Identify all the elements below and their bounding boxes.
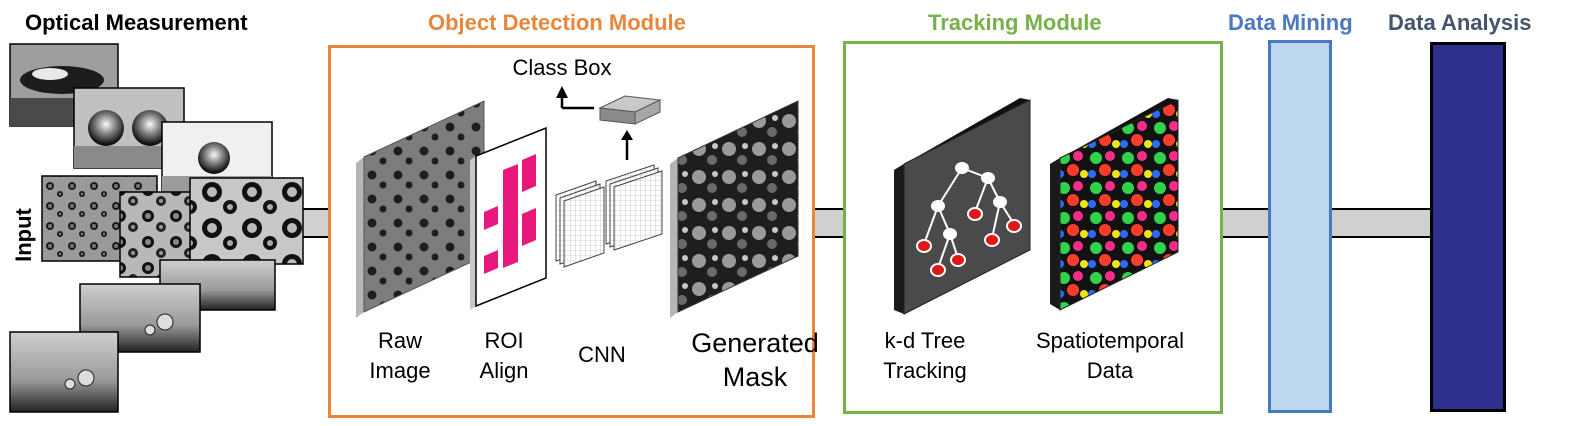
data-analysis-title: Data Analysis bbox=[1388, 10, 1532, 35]
raw-image-caption: Raw Image bbox=[350, 326, 450, 386]
mask-caption-line1: Generated bbox=[691, 328, 819, 358]
spatiotemporal-caption: Spatiotemporal Data bbox=[1020, 326, 1200, 386]
data-mining-block bbox=[1268, 40, 1332, 413]
raw-caption-line2: Image bbox=[369, 358, 431, 383]
detection-module-frame bbox=[328, 45, 815, 418]
roi-caption-line2: Align bbox=[479, 358, 529, 383]
dropfield-image-3 bbox=[189, 177, 304, 265]
spatio-caption-line2: Data bbox=[1086, 358, 1134, 383]
bubble-image-3 bbox=[9, 331, 119, 413]
cnn-caption: CNN bbox=[578, 342, 626, 367]
roi-caption-line1: ROI bbox=[484, 328, 524, 353]
raw-caption-line1: Raw bbox=[377, 328, 422, 353]
class-box-caption: Class Box bbox=[512, 55, 612, 80]
kd-tree-caption: k-d Tree Tracking bbox=[860, 326, 990, 386]
connector-mining-analysis bbox=[1332, 208, 1430, 238]
kd-caption-line1: k-d Tree bbox=[884, 328, 966, 353]
generated-mask-caption: Generated Mask bbox=[650, 326, 860, 394]
mask-caption-line2: Mask bbox=[722, 362, 788, 392]
tracking-module-title: Tracking Module bbox=[928, 10, 1102, 35]
data-mining-title: Data Mining bbox=[1228, 10, 1353, 35]
optical-images bbox=[9, 43, 304, 413]
data-analysis-block bbox=[1430, 42, 1506, 412]
optical-measurement-title: Optical Measurement bbox=[25, 10, 248, 35]
kd-caption-line2: Tracking bbox=[883, 358, 967, 383]
object-detection-title: Object Detection Module bbox=[428, 10, 686, 35]
tracking-module-frame bbox=[843, 41, 1223, 414]
roi-align-caption: ROI Align bbox=[454, 326, 554, 386]
spatio-caption-line1: Spatiotemporal bbox=[1036, 328, 1184, 353]
connector-input-detection bbox=[300, 208, 330, 238]
connector-tracking-mining bbox=[1222, 208, 1270, 238]
connector-detection-tracking bbox=[814, 208, 844, 238]
